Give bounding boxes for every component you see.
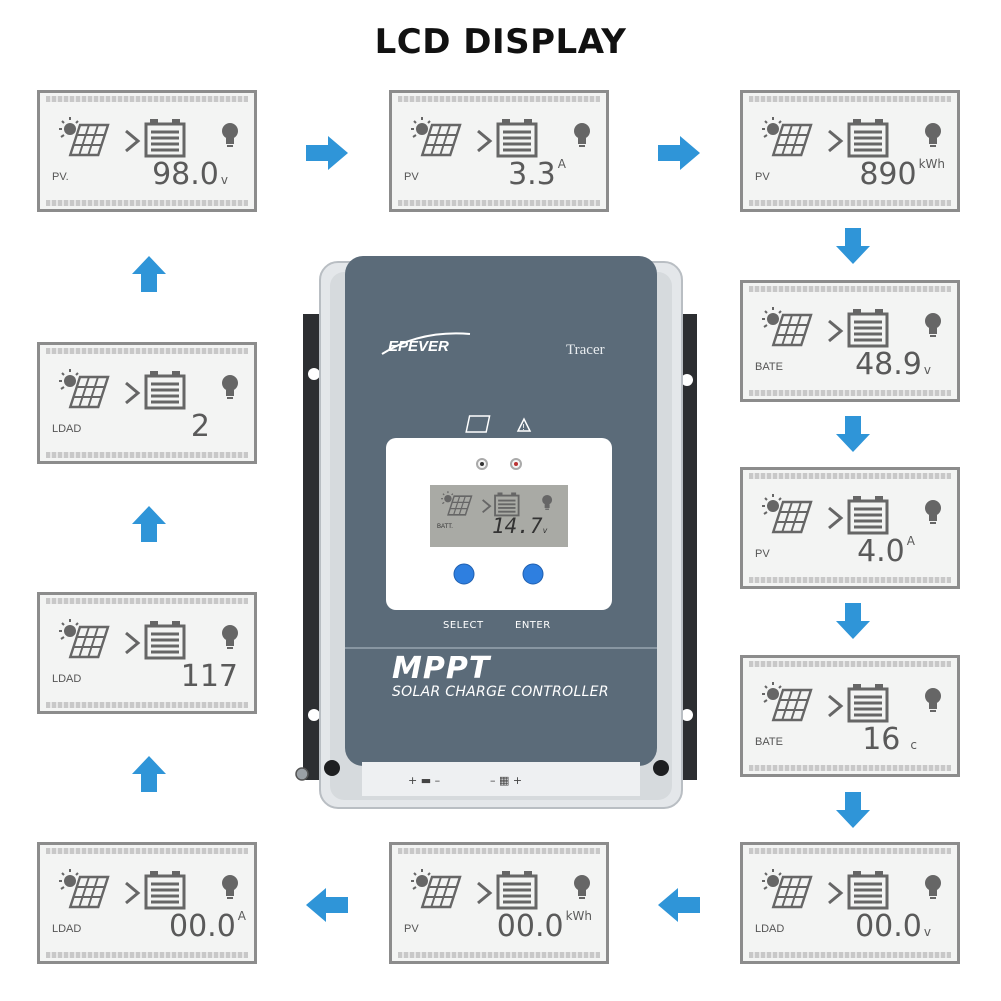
lcd-segment-band: [46, 952, 248, 958]
lcd-label: BATE: [755, 736, 783, 748]
arrow-down-icon: [836, 228, 870, 264]
lcd-segment-band: [46, 348, 248, 354]
lcd-segment-band: [749, 577, 951, 583]
lcd-segment-band: [398, 200, 600, 206]
lcd-segment-band: [398, 96, 600, 102]
product-subtitle: SOLAR CHARGE CONTROLLER: [392, 684, 609, 700]
lcd-label: PV: [755, 548, 770, 560]
lcd-segment-band: [749, 200, 951, 206]
pv-terminal-label: – ▦ +: [490, 774, 523, 787]
enter-button-label: ENTER: [515, 620, 551, 631]
lcd-segment-band: [46, 96, 248, 102]
arrow-right-icon: [658, 136, 700, 170]
arrow-up-icon: [132, 506, 166, 542]
lcd-label: BATE: [755, 361, 783, 373]
lcd-segment-band: [749, 952, 951, 958]
product-name: MPPT: [392, 651, 491, 686]
arrow-down-icon: [836, 792, 870, 828]
lcd-segment-band: [749, 848, 951, 854]
arrow-down-icon: [836, 416, 870, 452]
mini-lcd-value: 14.7v: [492, 514, 548, 538]
svg-text:!: !: [522, 423, 525, 432]
battery-terminal-label: + ▬ –: [408, 774, 441, 787]
lcd-segment-band: [46, 702, 248, 708]
lcd-label: PV: [755, 171, 770, 183]
lcd-segment-band: [749, 473, 951, 479]
lcd-label: LDAD: [52, 923, 82, 935]
page-title: LCD DISPLAY: [374, 22, 627, 62]
lcd-label: PV.: [52, 171, 69, 183]
lcd-panel-load-117: LDAD 117: [37, 592, 257, 714]
lcd-segment-band: [749, 390, 951, 396]
brand-logo: EPEVER: [388, 338, 449, 355]
lcd-segment-band: [398, 848, 600, 854]
lcd-label: LDAD: [52, 423, 82, 435]
lcd-segment-band: [46, 848, 248, 854]
lcd-segment-band: [749, 765, 951, 771]
lcd-panel-load-2: LDAD 2: [37, 342, 257, 464]
lcd-label: PV: [404, 923, 419, 935]
lcd-segment-band: [46, 200, 248, 206]
lcd-segment-band: [749, 96, 951, 102]
lcd-label: LDAD: [755, 923, 785, 935]
lcd-label: LDAD: [52, 673, 82, 685]
mini-lcd-label: BATT.: [437, 524, 453, 530]
lcd-segment-band: [46, 452, 248, 458]
arrow-left-icon: [306, 888, 348, 922]
lcd-segment-band: [398, 952, 600, 958]
lcd-value: 117: [180, 659, 238, 694]
arrow-down-icon: [836, 603, 870, 639]
lcd-segment-band: [749, 286, 951, 292]
arrow-up-icon: [132, 256, 166, 292]
arrow-up-icon: [132, 756, 166, 792]
select-button-label: SELECT: [443, 620, 484, 631]
model-name: Tracer: [566, 342, 605, 358]
arrow-left-icon: [658, 888, 700, 922]
lcd-value: 2: [190, 409, 210, 444]
lcd-label: PV: [404, 171, 419, 183]
lcd-segment-band: [46, 598, 248, 604]
lcd-segment-band: [749, 661, 951, 667]
arrow-right-icon: [306, 136, 348, 170]
